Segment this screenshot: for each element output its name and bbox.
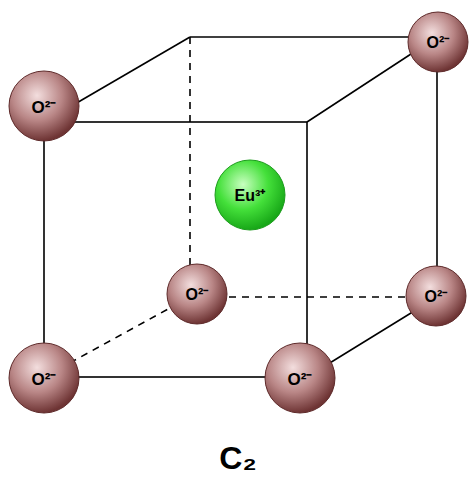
ion-label: O²⁻ bbox=[32, 95, 57, 118]
oxide-ion-sphere: O²⁻ bbox=[407, 11, 469, 73]
europium-ion-sphere: Eu³⁺ bbox=[214, 159, 286, 231]
ion-label: Eu³⁺ bbox=[235, 184, 266, 206]
oxide-ion-sphere: O²⁻ bbox=[166, 263, 228, 325]
oxide-ion-sphere: O²⁻ bbox=[8, 70, 80, 142]
ion-label: O²⁻ bbox=[186, 283, 209, 305]
site-symmetry-caption: C₂ bbox=[0, 440, 476, 477]
oxide-ion-sphere: O²⁻ bbox=[405, 265, 467, 327]
oxide-ion-sphere: O²⁻ bbox=[264, 342, 336, 414]
ion-label: O²⁻ bbox=[288, 367, 313, 390]
ion-label: O²⁻ bbox=[427, 31, 450, 53]
oxide-ion-sphere: O²⁻ bbox=[8, 342, 80, 414]
ion-label: O²⁻ bbox=[425, 285, 448, 307]
ion-label: O²⁻ bbox=[32, 367, 57, 390]
